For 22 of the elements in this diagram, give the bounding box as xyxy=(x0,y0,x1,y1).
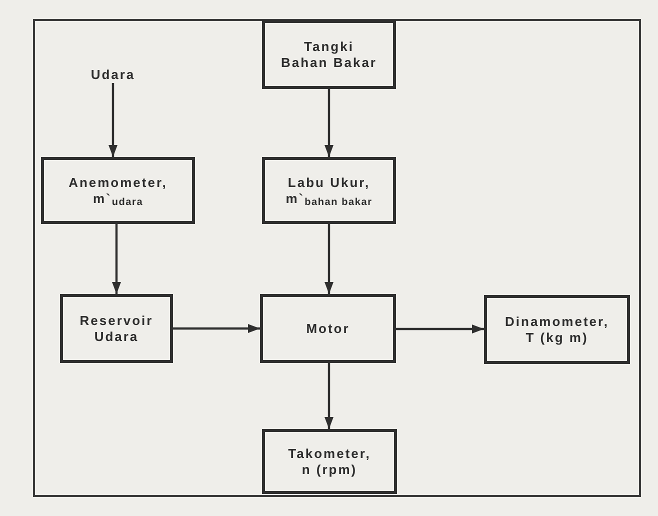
box-label: Reservoir Udara xyxy=(78,312,154,344)
arrow xyxy=(108,83,118,157)
input-label: Udara xyxy=(90,67,136,83)
box-label: Tangki Bahan Bakar xyxy=(280,38,378,70)
arrow xyxy=(396,324,484,334)
process-box xyxy=(260,294,396,363)
process-box xyxy=(60,294,173,363)
process-box xyxy=(262,20,396,89)
box-label: Motor xyxy=(305,320,351,336)
box-label: Labu Ukur, m`$_{bahan bakar}$ xyxy=(284,174,374,206)
arrow xyxy=(173,324,260,333)
box-label: Dinamometer, T (kg m) xyxy=(504,314,610,346)
arrow xyxy=(324,363,334,429)
arrow xyxy=(324,224,334,294)
process-box xyxy=(41,157,195,224)
box-label: Takometer, n (rpm) xyxy=(287,446,372,478)
box-label: Anemometer, m`$_{udara}$ xyxy=(68,174,168,206)
process-box xyxy=(484,295,630,364)
process-box xyxy=(262,157,396,224)
arrow xyxy=(112,224,121,294)
process-box xyxy=(262,429,397,494)
arrow xyxy=(324,89,334,157)
